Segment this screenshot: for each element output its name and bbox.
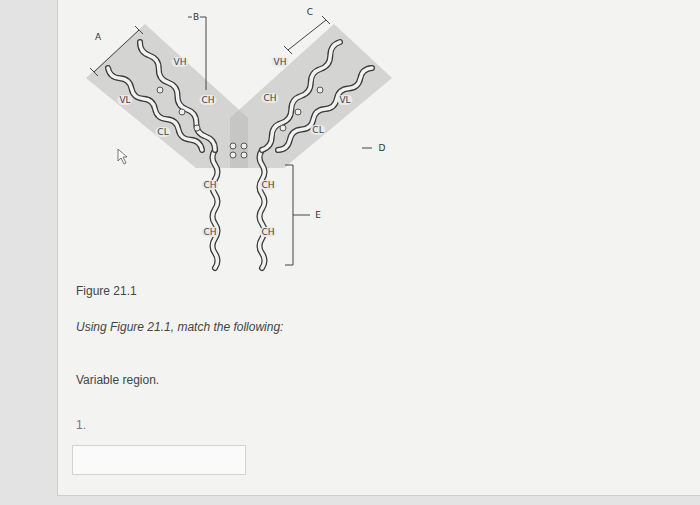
bond-bead [157, 87, 163, 93]
chain-strand [260, 150, 265, 268]
domain-label: VH [272, 57, 289, 67]
domain-label: CH [201, 180, 218, 190]
letter-label: B [192, 12, 200, 22]
bond-bead [295, 109, 301, 115]
domain-label: VL [337, 95, 352, 105]
answer-input [72, 445, 246, 475]
bond-bead [230, 143, 236, 149]
chain-strand-core [260, 150, 265, 268]
bond-bead [241, 143, 247, 149]
letter-label: D [378, 143, 387, 153]
domain-label: CH [201, 227, 218, 237]
letter-label: C [306, 7, 314, 17]
domain-label: CH [259, 227, 276, 237]
question-text: 1. [76, 418, 86, 432]
bond-bead [317, 87, 323, 93]
bond-bead [179, 109, 185, 115]
question-text: Using Figure 21.1, match the following: [76, 320, 283, 334]
question-text: Variable region. [76, 373, 159, 387]
bond-bead [230, 152, 236, 158]
chain-strand-core [108, 68, 202, 150]
bond-bead [194, 125, 200, 131]
bond-bead [241, 152, 247, 158]
chain-strand [108, 68, 202, 150]
letter-label: A [94, 32, 102, 42]
domain-label: VL [117, 95, 132, 105]
letter-label: E [314, 210, 322, 220]
chain-strand [262, 42, 340, 150]
domain-label: CL [155, 127, 170, 137]
chain-strand [213, 150, 218, 268]
domain-label: CH [259, 180, 276, 190]
chain-strand [278, 68, 372, 150]
bond-bead [280, 125, 286, 131]
chain-strand-core [278, 68, 372, 150]
domain-label: CH [261, 93, 278, 103]
chain-strand-core [213, 150, 218, 268]
domain-label: CH [199, 95, 216, 105]
chain-strand-core [262, 42, 340, 150]
domain-label: VH [172, 57, 189, 67]
domain-label: CL [310, 125, 325, 135]
figure-caption: Figure 21.1 [76, 284, 137, 298]
